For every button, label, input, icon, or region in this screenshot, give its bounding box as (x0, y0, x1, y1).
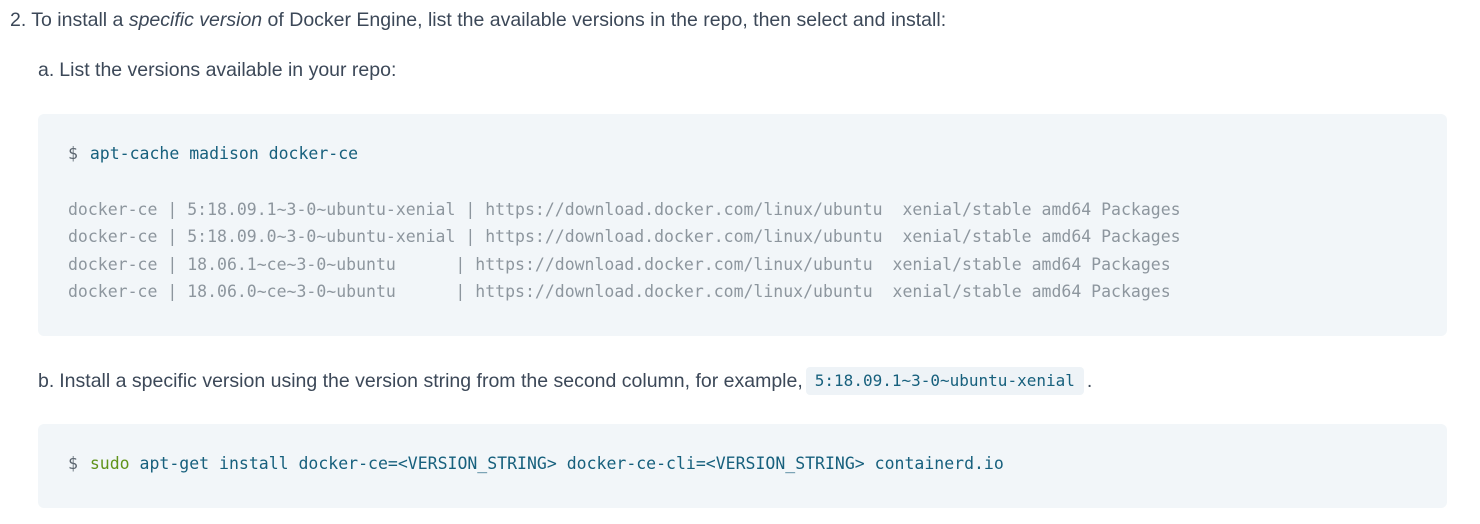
shell-prompt-icon: $ (68, 454, 78, 473)
step-2-marker: 2. (10, 9, 27, 31)
substep-b-marker: b. (38, 370, 55, 392)
inline-code-version-string[interactable]: 5:18.09.1~3-0~ubuntu-xenial (805, 367, 1084, 395)
code-block-2-sudo-keyword: sudo (89, 454, 130, 473)
substep-b-instruction: b.Install a specific version using the v… (38, 367, 1092, 396)
shell-prompt-icon: $ (68, 144, 78, 163)
code-block-2-command-line: $ sudo apt-get install docker-ce=<VERSIO… (68, 450, 1447, 478)
step-2-text-after-emphasis: of Docker Engine, list the available ver… (262, 9, 947, 31)
substep-a-marker: a. (38, 59, 55, 81)
substep-b-text-after-code: . (1086, 370, 1093, 392)
substep-a-text: List the versions available in your repo… (59, 59, 397, 81)
output-line: docker-ce | 5:18.09.1~3-0~ubuntu-xenial … (68, 199, 1181, 219)
code-block-1-command-line: $ apt-cache madison docker-ce (68, 140, 1447, 168)
step-2-instruction: 2.To install a specific version of Docke… (10, 7, 946, 33)
code-block-2-command: apt-get install docker-ce=<VERSION_STRIN… (129, 454, 1004, 473)
substep-a-instruction: a.List the versions available in your re… (38, 57, 396, 83)
output-line: docker-ce | 18.06.0~ce~3-0~ubuntu | http… (68, 282, 1171, 301)
substep-b-text-before-code: Install a specific version using the ver… (59, 370, 803, 392)
code-block-1-command: apt-cache madison docker-ce (89, 144, 359, 163)
step-2-emphasis: specific version (128, 9, 263, 31)
code-block-install-version[interactable]: $ sudo apt-get install docker-ce=<VERSIO… (38, 424, 1447, 508)
output-line: docker-ce | 5:18.09.0~3-0~ubuntu-xenial … (68, 227, 1181, 246)
step-2-text-before-emphasis: To install a (31, 9, 129, 31)
output-line: docker-ce | 18.06.1~ce~3-0~ubuntu | http… (68, 254, 1171, 274)
code-block-list-versions[interactable]: $ apt-cache madison docker-ce docker-ce … (38, 114, 1447, 336)
code-block-1-output: docker-ce | 5:18.09.1~3-0~ubuntu-xenial … (68, 196, 1447, 306)
